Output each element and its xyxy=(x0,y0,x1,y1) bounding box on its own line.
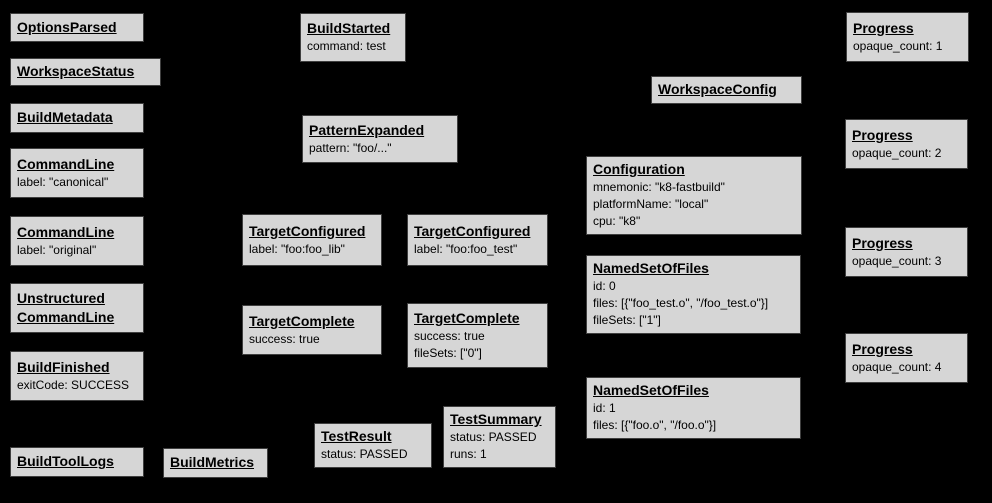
node-title: Progress xyxy=(852,126,913,143)
node-attribute-line: opaque_count: 3 xyxy=(852,253,942,268)
node-attribute-line: label: "canonical" xyxy=(17,174,109,189)
diagram-node-options-parsed: OptionsParsed xyxy=(10,13,144,42)
node-title: TargetComplete xyxy=(249,312,355,329)
node-attribute-line: cpu: "k8" xyxy=(593,214,641,228)
diagram-node-test-summary: TestSummary status: PASSED runs: 1 xyxy=(443,406,556,468)
diagram-node-progress-3: Progress opaque_count: 3 xyxy=(845,227,968,277)
node-title: NamedSetOfFiles xyxy=(593,382,709,398)
diagram-node-build-finished: BuildFinished exitCode: SUCCESS xyxy=(10,351,144,401)
node-attribute-line: opaque_count: 2 xyxy=(852,145,942,160)
node-attribute-line: label: "foo:foo_lib" xyxy=(249,241,345,256)
node-title: TestSummary xyxy=(450,411,542,427)
node-title: BuildToolLogs xyxy=(17,453,114,469)
node-title: TestResult xyxy=(321,428,392,444)
diagram-node-target-configured-foo-test: TargetConfigured label: "foo:foo_test" xyxy=(407,214,548,266)
node-attribute-line: opaque_count: 4 xyxy=(852,359,942,374)
node-title: BuildMetrics xyxy=(170,454,255,470)
diagram-node-test-result: TestResult status: PASSED xyxy=(314,423,432,468)
node-attribute-line: runs: 1 xyxy=(450,447,487,461)
diagram-node-command-line-original: CommandLine label: "original" xyxy=(10,216,144,266)
node-title: TargetConfigured xyxy=(249,222,366,239)
diagram-node-build-started: BuildStarted command: test xyxy=(300,13,406,62)
node-attribute-line: mnemonic: "k8-fastbuild" xyxy=(593,180,725,194)
node-attribute-line: fileSets: ["1"] xyxy=(593,313,661,327)
node-title: OptionsParsed xyxy=(17,18,117,35)
diagram-node-progress-4: Progress opaque_count: 4 xyxy=(845,333,968,383)
node-title: WorkspaceConfig xyxy=(658,81,777,97)
node-title: TargetConfigured xyxy=(414,222,531,239)
node-attribute-line: id: 0 xyxy=(593,279,616,293)
node-attribute-line: label: "original" xyxy=(17,242,97,257)
diagram-node-target-configured-foo-lib: TargetConfigured label: "foo:foo_lib" xyxy=(242,214,382,266)
diagram-node-named-set-of-files-1: NamedSetOfFiles id: 1 files: [{"foo.o", "/… xyxy=(586,377,801,439)
node-title: PatternExpanded xyxy=(309,121,425,138)
node-attribute-line: platformName: "local" xyxy=(593,197,709,211)
diagram-node-command-line-canonical: CommandLine label: "canonical" xyxy=(10,148,144,198)
node-attribute-line: success: true xyxy=(249,331,320,346)
diagram-node-target-complete-foo-test: TargetComplete success: true fileSets: ["0… xyxy=(407,303,548,368)
node-title: Progress xyxy=(852,340,913,357)
diagram-node-build-metrics: BuildMetrics xyxy=(163,448,268,478)
node-title: Unstructured CommandLine xyxy=(17,289,115,325)
node-title: BuildFinished xyxy=(17,358,110,375)
diagram-node-pattern-expanded: PatternExpanded pattern: "foo/..." xyxy=(302,115,458,163)
node-attribute-line: exitCode: SUCCESS xyxy=(17,377,130,392)
node-attribute-line: files: [{"foo.o", "/foo.o"}] xyxy=(593,418,717,432)
node-title: NamedSetOfFiles xyxy=(593,260,709,276)
diagram-node-workspace-config: WorkspaceConfig xyxy=(651,76,802,104)
diagram-node-workspace-status: WorkspaceStatus xyxy=(10,58,161,86)
node-title: BuildMetadata xyxy=(17,109,113,125)
node-title: CommandLine xyxy=(17,223,115,240)
diagram-node-progress-2: Progress opaque_count: 2 xyxy=(845,119,968,169)
node-title: Configuration xyxy=(593,161,685,177)
diagram-node-target-complete-foo-lib: TargetComplete success: true xyxy=(242,305,382,355)
node-title: WorkspaceStatus xyxy=(17,63,135,79)
diagram-node-named-set-of-files-0: NamedSetOfFiles id: 0 files: [{"foo_test.o… xyxy=(586,255,801,334)
node-attribute-line: pattern: "foo/..." xyxy=(309,140,392,155)
node-attribute-line: label: "foo:foo_test" xyxy=(414,241,518,256)
node-title: Progress xyxy=(853,19,914,36)
node-attribute-line: success: true xyxy=(414,328,485,343)
node-attribute-line: status: PASSED xyxy=(450,430,537,444)
node-attribute-line: id: 1 xyxy=(593,401,616,415)
diagram-node-progress-1: Progress opaque_count: 1 xyxy=(846,12,969,62)
diagram-node-unstructured-command-line: Unstructured CommandLine xyxy=(10,283,144,333)
node-title: Progress xyxy=(852,234,913,251)
node-title: TargetComplete xyxy=(414,309,520,326)
node-attribute-line: opaque_count: 1 xyxy=(853,38,943,53)
diagram-node-configuration: Configuration mnemonic: "k8-fastbuild" pla… xyxy=(586,156,802,235)
diagram-node-build-metadata: BuildMetadata xyxy=(10,103,144,133)
node-title: CommandLine xyxy=(17,155,115,172)
diagram-node-build-tool-logs: BuildToolLogs xyxy=(10,447,144,477)
node-attribute-line: command: test xyxy=(307,39,386,53)
node-attribute-line: files: [{"foo_test.o", "/foo_test.o"}] xyxy=(593,296,769,310)
node-attribute-line: status: PASSED xyxy=(321,447,408,461)
node-attribute-line: fileSets: ["0"] xyxy=(414,345,482,360)
node-title: BuildStarted xyxy=(307,20,391,36)
